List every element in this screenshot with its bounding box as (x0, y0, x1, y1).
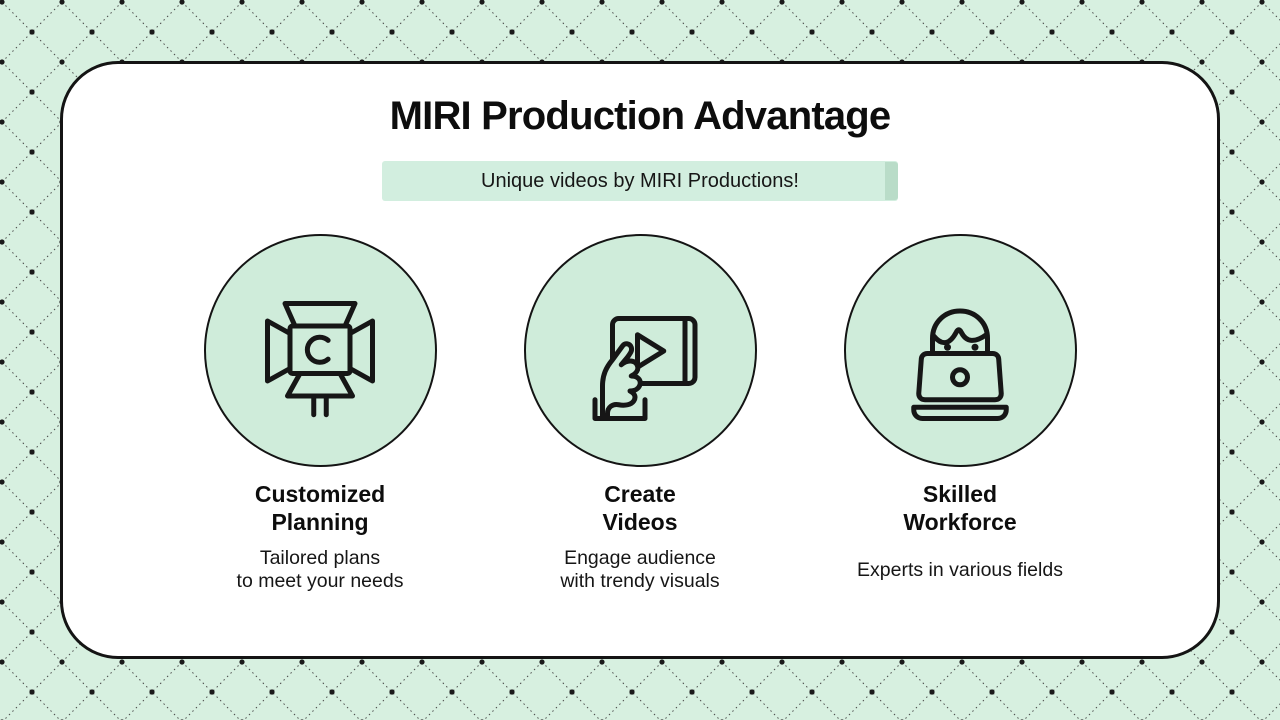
feature-circle (203, 234, 437, 467)
feature-create-videos: Create Videos Engage audience with trend… (500, 234, 780, 599)
feature-title: Skilled Workforce (903, 481, 1017, 535)
feature-circle (523, 234, 757, 467)
subtitle-highlight: Unique videos by MIRI Productions! (382, 161, 898, 201)
feature-row: Customized Planning Tailored plans to me… (63, 234, 1217, 599)
highlight-edge (885, 162, 898, 200)
feature-description: Experts in various fields (857, 558, 1063, 581)
feature-description: Tailored plans to meet your needs (236, 547, 404, 592)
feature-skilled-workforce: Skilled Workforce Experts in various fie… (820, 234, 1100, 599)
page-title: MIRI Production Advantage (389, 94, 892, 138)
tablet-play-icon (592, 315, 698, 421)
subtitle-text: Unique videos by MIRI Productions! (481, 170, 799, 192)
feature-description: Engage audience with trendy visuals (560, 547, 720, 592)
studio-light-icon (265, 300, 375, 417)
person-laptop-icon (911, 308, 1009, 421)
feature-circle (843, 234, 1077, 467)
feature-title: Create Videos (602, 481, 678, 535)
feature-customized-planning: Customized Planning Tailored plans to me… (180, 234, 460, 599)
feature-title: Customized Planning (254, 481, 386, 535)
slide-card: MIRI Production Advantage Unique videos … (60, 61, 1220, 659)
